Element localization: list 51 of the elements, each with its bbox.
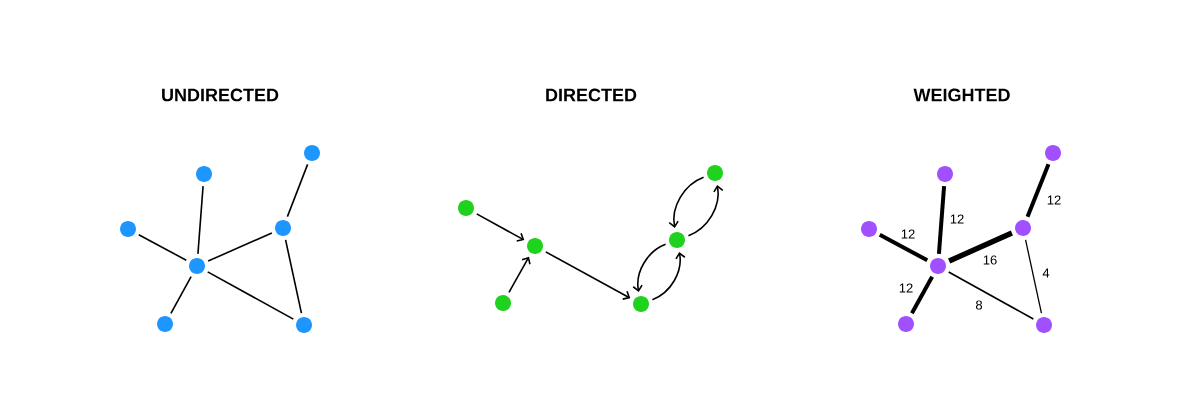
graph-edge bbox=[878, 233, 929, 262]
arrow bbox=[687, 185, 724, 237]
edge-label: 12 bbox=[899, 228, 917, 240]
graph-vertex bbox=[527, 238, 543, 254]
graph-vertex bbox=[120, 221, 136, 237]
graph-edge bbox=[197, 185, 204, 255]
edge-label: 16 bbox=[981, 254, 999, 266]
arrow bbox=[508, 256, 531, 294]
graph-edge bbox=[207, 232, 273, 262]
graph-vertex bbox=[707, 165, 723, 181]
graph-edge bbox=[286, 163, 309, 218]
graph-edge bbox=[936, 186, 947, 254]
edge-label: 12 bbox=[948, 213, 966, 225]
graph-vertex bbox=[189, 258, 205, 274]
graph-edge bbox=[1025, 163, 1051, 218]
graph-vertex bbox=[296, 317, 312, 333]
arrow bbox=[668, 176, 705, 228]
edge-label: 4 bbox=[1041, 267, 1051, 279]
graph-vertex bbox=[304, 145, 320, 161]
edge-label: 12 bbox=[1045, 194, 1063, 206]
graph-vertex bbox=[196, 166, 212, 182]
graph-vertex bbox=[495, 295, 511, 311]
arrow bbox=[651, 252, 686, 301]
graph-edge bbox=[284, 239, 303, 314]
graph-vertex bbox=[1036, 317, 1052, 333]
graph-vertex bbox=[633, 296, 649, 312]
arrow bbox=[632, 243, 667, 292]
panel-title: DIRECTED bbox=[546, 88, 637, 102]
edge-label: 12 bbox=[897, 282, 915, 294]
graph-edge bbox=[137, 233, 188, 262]
graph-vertex bbox=[1045, 145, 1061, 161]
graph-edge bbox=[1024, 239, 1043, 314]
arrow bbox=[544, 251, 631, 300]
graph-vertex bbox=[1015, 220, 1031, 236]
graph-edge bbox=[206, 271, 295, 320]
panel-title: WEIGHTED bbox=[913, 88, 1010, 102]
graph-edge bbox=[910, 275, 934, 315]
graph-vertex bbox=[898, 316, 914, 332]
graph-vertex bbox=[275, 220, 291, 236]
graph-vertex bbox=[157, 316, 173, 332]
graph-vertex bbox=[669, 232, 685, 248]
graph-vertex bbox=[937, 166, 953, 182]
arrow bbox=[475, 213, 525, 242]
panel-title: UNDIRECTED bbox=[162, 88, 279, 102]
graph-edge bbox=[948, 230, 1013, 264]
graph-vertex bbox=[930, 258, 946, 274]
graph-vertex bbox=[861, 221, 877, 237]
edge-label: 8 bbox=[974, 299, 984, 311]
graph-vertex bbox=[458, 200, 474, 216]
graph-edge bbox=[947, 271, 1035, 320]
graph-edge bbox=[170, 275, 192, 315]
